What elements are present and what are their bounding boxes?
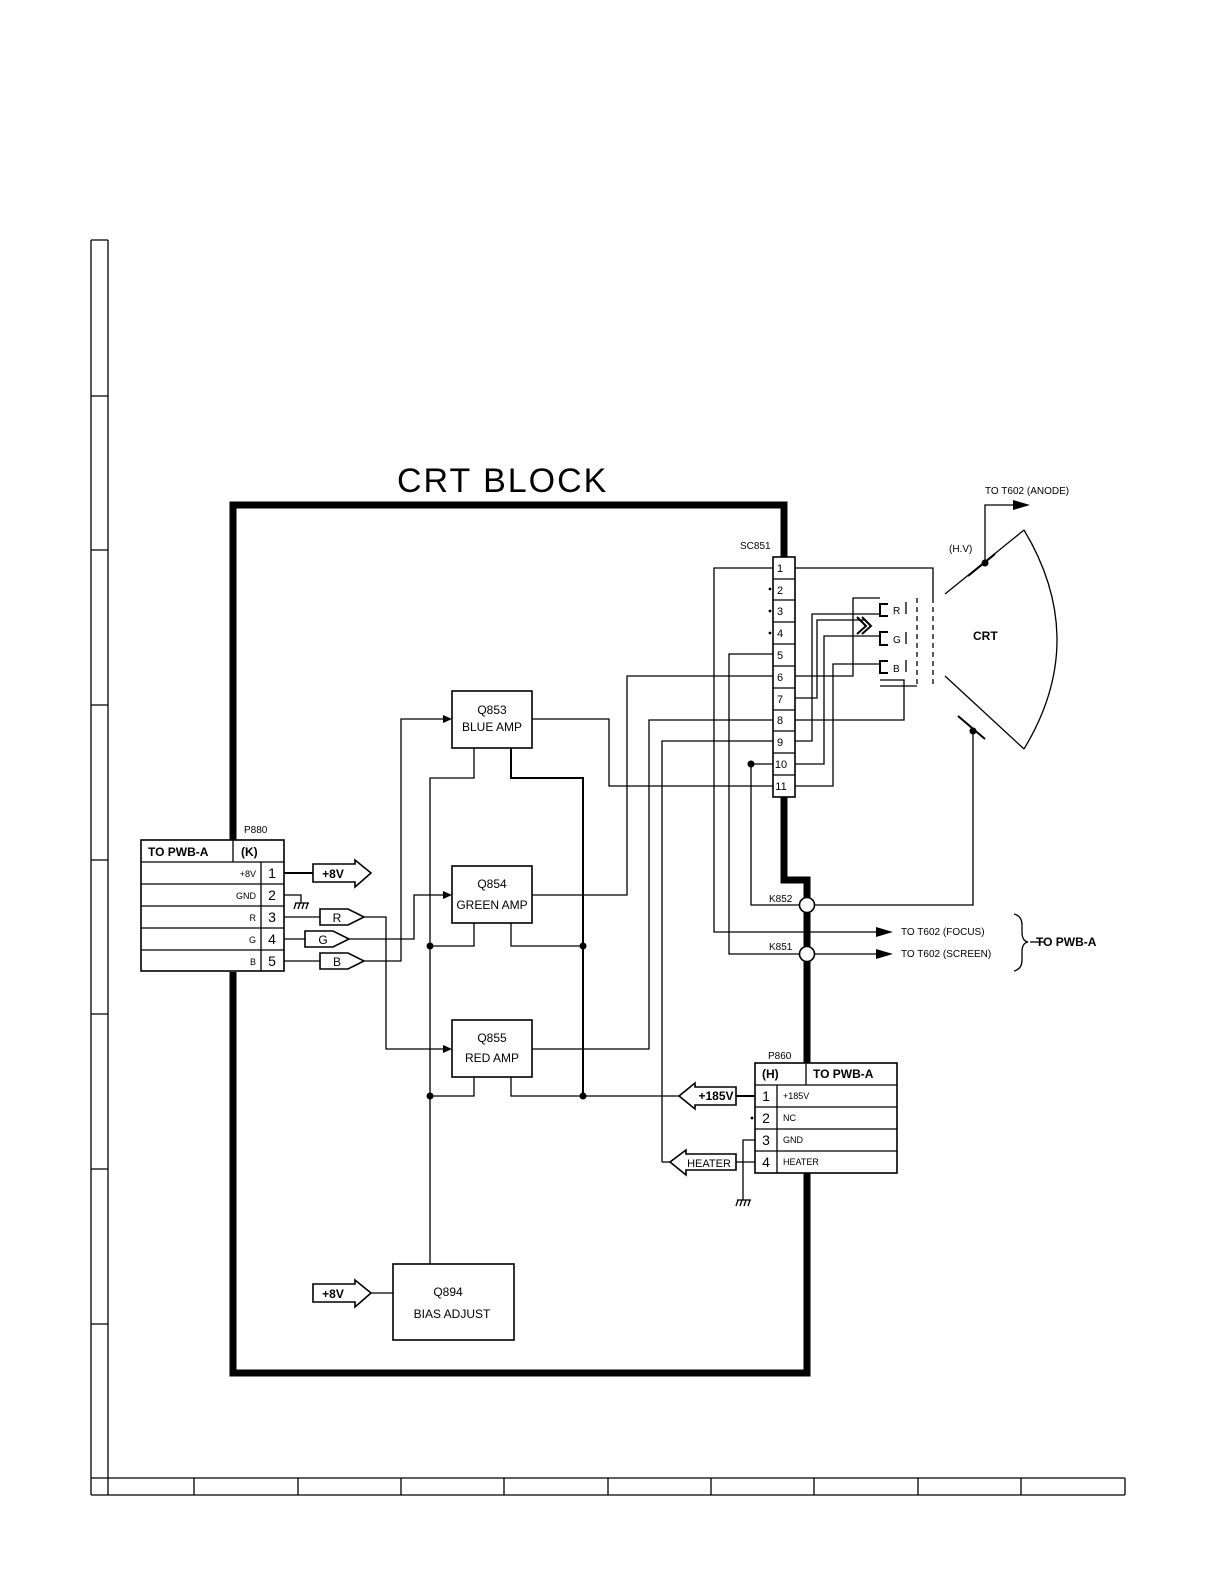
p880-wiring: +8V R G B: [284, 715, 452, 1053]
p880-pin-number: 1: [268, 865, 276, 881]
sc851-right-wiring: [795, 568, 933, 786]
q855-ref: Q855: [477, 1031, 507, 1045]
p880-pin-label: GND: [236, 891, 257, 901]
gun-r-label: R: [893, 606, 900, 617]
p860-pin-label: GND: [783, 1135, 804, 1145]
p860-connector: P860 (H) TO PWB-A 1 +185V 2 NC 3 GND 4 H…: [755, 1051, 897, 1173]
q853-block: Q853 BLUE AMP: [452, 691, 532, 748]
p880-pin-label: R: [250, 913, 257, 923]
p880-pin-label: G: [249, 935, 256, 945]
crt-tube: TO T602 (ANODE) (H.V) CRT R G B: [857, 486, 1069, 749]
plus8v-flag-bottom-label: +8V: [322, 1287, 344, 1301]
sc851-pin: 2: [777, 585, 783, 597]
q853-name: BLUE AMP: [462, 720, 522, 734]
p860-header-right: TO PWB-A: [813, 1067, 874, 1081]
gun-g-label: G: [893, 635, 901, 646]
sc851-pin: 10: [775, 759, 787, 771]
sc851-pin: 5: [777, 650, 783, 662]
sc851-pin: 8: [777, 715, 783, 727]
p880-pin-label: +8V: [240, 869, 256, 879]
p880-connector: P880 TO PWB-A (K) +8V 1 GND 2 R 3 G 4 B …: [141, 825, 284, 971]
p860-ref: P860: [768, 1051, 792, 1062]
p880-pin-number: 5: [268, 953, 276, 969]
g-flag-label: G: [318, 933, 327, 947]
gun-b-label: B: [893, 664, 900, 675]
p880-pin-number: 3: [268, 909, 276, 925]
q894-ref: Q894: [433, 1285, 463, 1299]
p860-header-left: (H): [762, 1067, 779, 1081]
focus-destination: TO T602 (FOCUS): [901, 927, 985, 938]
p860-pin-number: 3: [762, 1132, 770, 1148]
sc851-pin: 1: [777, 563, 783, 575]
q853-ref: Q853: [477, 703, 507, 717]
p860-pin-label: HEATER: [783, 1157, 819, 1167]
p880-ref: P880: [244, 825, 268, 836]
sc851-socket: SC851 1 2 3 4 5 6 7 8 9 10 11: [740, 541, 795, 797]
p880-pin-number: 2: [268, 887, 276, 903]
ground-icon: [294, 903, 309, 909]
p860-pin-number: 4: [762, 1154, 770, 1170]
screen-destination: TO T602 (SCREEN): [901, 949, 991, 960]
heater-flag-label: HEATER: [687, 1158, 731, 1170]
k852-label: K852: [769, 894, 793, 905]
p880-pin-number: 4: [268, 931, 276, 947]
q894-name: BIAS ADJUST: [414, 1307, 491, 1321]
q854-ref: Q854: [477, 877, 507, 891]
sc851-pin: 4: [777, 628, 783, 640]
p880-header-left: TO PWB-A: [148, 845, 209, 859]
sc851-pin: 7: [777, 694, 783, 706]
q855-block: Q855 RED AMP: [452, 1020, 532, 1077]
p880-header-right: (K): [241, 845, 258, 859]
p880-pin-label: B: [250, 957, 256, 967]
k852-connector: K852: [769, 894, 815, 913]
plus8v-flag-top-label: +8V: [322, 867, 344, 881]
p860-wiring: +185V HEATER: [662, 1083, 755, 1206]
b-flag: [320, 953, 364, 969]
p860-pin-number: 1: [762, 1088, 770, 1104]
p860-pin-number: 2: [762, 1110, 770, 1126]
anode-destination: TO T602 (ANODE): [985, 486, 1069, 497]
plus185v-flag-label: +185V: [698, 1089, 733, 1103]
q854-name: GREEN AMP: [456, 898, 527, 912]
block-title: CRT BLOCK: [397, 462, 608, 500]
p860-pin-label: +185V: [783, 1091, 809, 1101]
q855-name: RED AMP: [465, 1051, 519, 1065]
ground-icon: [736, 1200, 751, 1206]
amp-output-wiring: [532, 676, 773, 1162]
sc851-pin: 3: [777, 606, 783, 618]
crt-label: CRT: [973, 629, 998, 643]
hv-label: (H.V): [949, 544, 972, 555]
sc851-pin: 11: [775, 781, 786, 793]
q894-block: Q894 BIAS ADJUST: [393, 1264, 514, 1340]
sc851-pin: 9: [777, 737, 783, 749]
sc851-ref: SC851: [740, 541, 771, 552]
sc851-pin: 6: [777, 672, 783, 684]
sc851-left-wiring: [714, 568, 977, 959]
r-flag-label: R: [333, 911, 342, 925]
k851-label: K851: [769, 942, 793, 953]
to-pwb-a-destination: TO PWB-A: [1036, 935, 1097, 949]
q854-block: Q854 GREEN AMP: [452, 866, 532, 923]
r-flag: [320, 909, 364, 925]
p860-pin-label: NC: [783, 1113, 796, 1123]
b-flag-label: B: [333, 955, 341, 969]
